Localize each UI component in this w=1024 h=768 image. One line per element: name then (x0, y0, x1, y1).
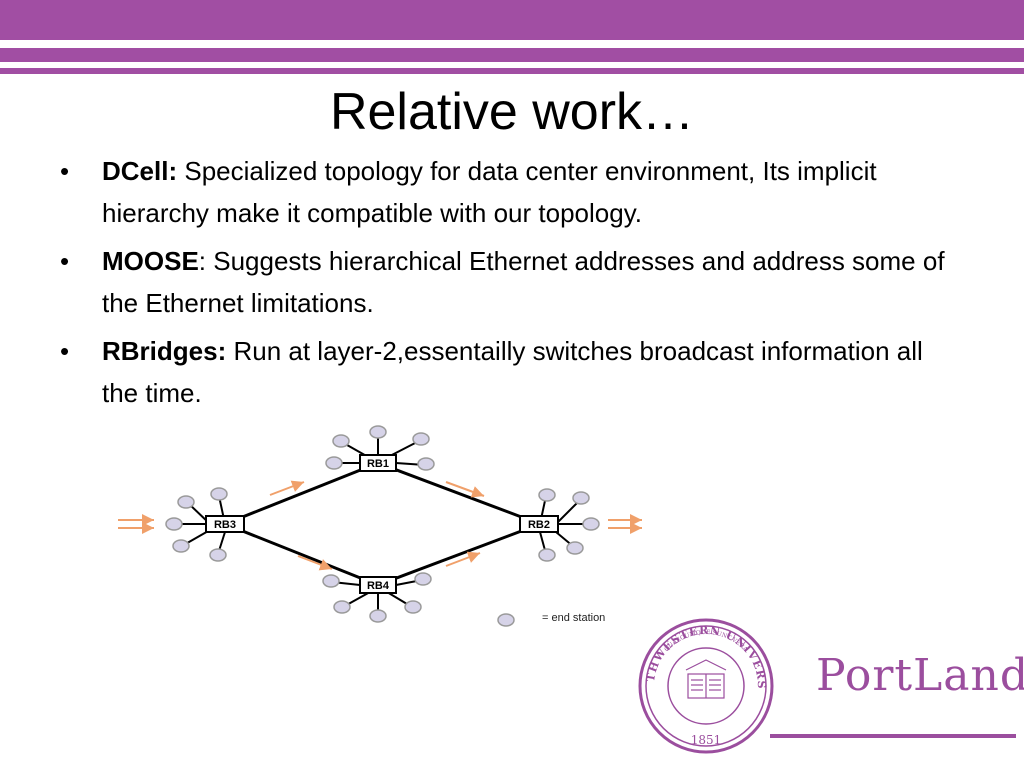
end-station-icons (165, 425, 600, 623)
arrow-icon (269, 480, 305, 496)
portland-brand-label: PortLand (816, 650, 1024, 701)
bullet-item-moose: • MOOSE: Suggests hierarchical Ethernet … (60, 240, 960, 324)
bullet-item-dcell: • DCell: Specialized topology for data c… (60, 150, 960, 234)
end-station-icon (404, 600, 422, 614)
bullet-dot-icon: • (60, 156, 70, 186)
bullet-text: Run at layer-2,essentailly switches broa… (102, 336, 923, 408)
svg-text:NORTHWESTERN UNIVERSITY: NORTHWESTERN UNIVERSITY (636, 616, 768, 690)
bridge-node-rb3: RB3 (205, 515, 245, 533)
diagram-legend: = end station (497, 612, 605, 627)
end-station-legend-icon (497, 613, 515, 627)
end-station-icon (538, 488, 556, 502)
arrow-icon (297, 555, 333, 571)
bridge-node-rb2: RB2 (519, 515, 559, 533)
end-station-icon (209, 548, 227, 562)
end-station-icon (177, 495, 195, 509)
bridge-node-rb4: RB4 (359, 576, 397, 594)
slide-title: Relative work… (329, 83, 695, 141)
arrow-icon (445, 551, 481, 567)
end-station-icon (369, 425, 387, 439)
end-station-icon (332, 434, 350, 448)
legend-label: = end station (542, 612, 605, 624)
top-accent-band-2 (0, 48, 1024, 62)
bullet-term: RBridges: (102, 336, 227, 366)
end-station-icon (333, 600, 351, 614)
top-accent-band-3 (0, 68, 1024, 74)
university-seal-logo: NORTHWESTERN UNIVERSITY QUAECUMQUE SUNT … (636, 616, 774, 754)
end-station-icon (172, 539, 190, 553)
end-station-icon (566, 541, 584, 555)
bridge-label: RB3 (214, 519, 236, 531)
bullet-dot-icon: • (60, 246, 70, 276)
arrow-icon (445, 481, 485, 498)
bullet-term: DCell: (102, 156, 178, 186)
end-station-icon (538, 548, 556, 562)
end-station-icon (369, 609, 387, 623)
end-station-icon (582, 517, 600, 531)
end-station-icon (572, 491, 590, 505)
end-station-icon (322, 574, 340, 588)
brand-underline (770, 734, 1016, 738)
end-station-icon (414, 572, 432, 586)
end-station-icon (325, 456, 343, 470)
bullet-dot-icon: • (60, 336, 70, 366)
bridge-label: RB1 (367, 458, 389, 470)
end-station-icon (210, 487, 228, 501)
bridge-links (224, 461, 541, 587)
top-accent-band (0, 0, 1024, 40)
bridge-label: RB2 (528, 519, 550, 531)
bullet-item-rbridges: • RBridges: Run at layer-2,essentailly s… (60, 330, 960, 414)
bridge-node-rb1: RB1 (359, 454, 397, 472)
bullet-list: • DCell: Specialized topology for data c… (60, 150, 960, 420)
bullet-term: MOOSE (102, 246, 199, 276)
bullet-text: Specialized topology for data center env… (102, 156, 877, 228)
bullet-text: : Suggests hierarchical Ethernet address… (102, 246, 945, 318)
rbridge-topology-diagram: RB1 RB3 RB2 RB4 = end station (118, 425, 642, 627)
svg-text:1851: 1851 (691, 733, 722, 747)
end-station-icon (165, 517, 183, 531)
traffic-arrow-icons (118, 480, 642, 571)
bridge-label: RB4 (367, 580, 390, 592)
end-station-icon (412, 432, 430, 446)
end-station-icon (417, 457, 435, 471)
